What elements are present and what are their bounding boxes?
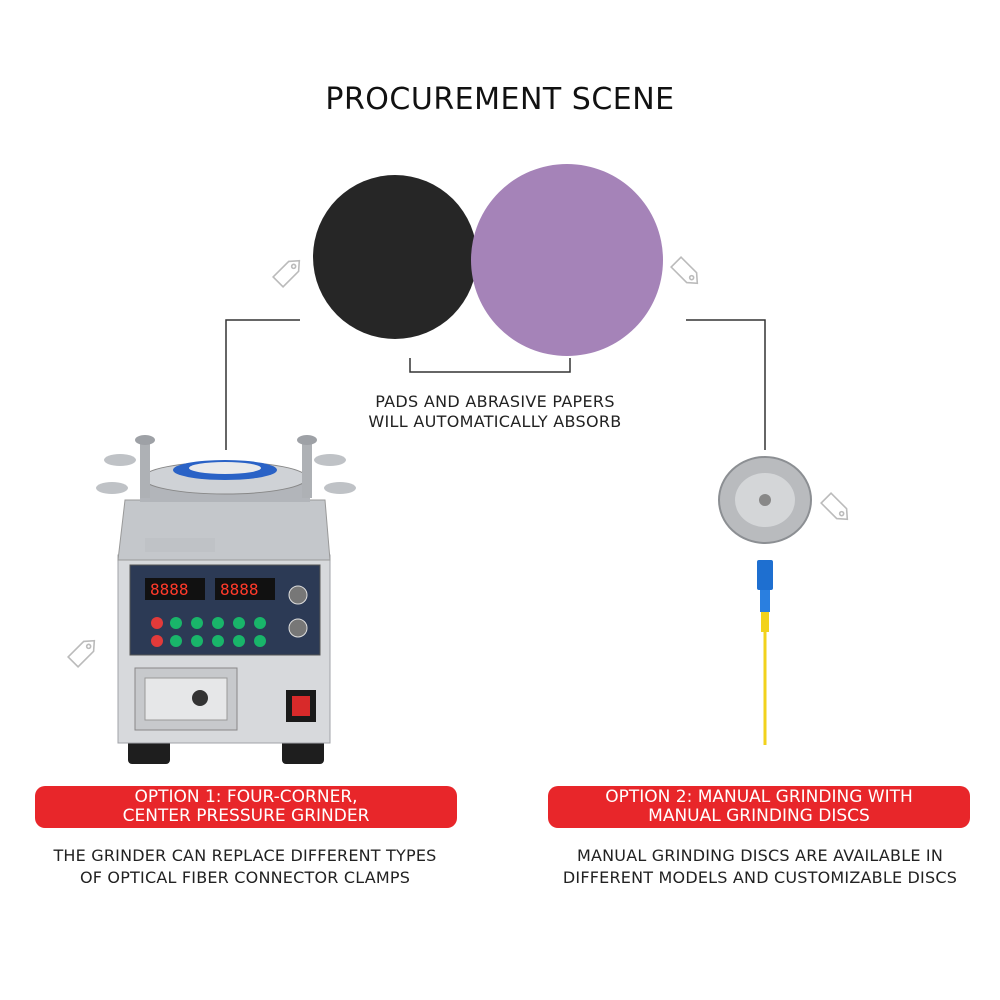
connector-lines xyxy=(225,319,766,450)
center-caption: PADS AND ABRASIVE PAPERS WILL AUTOMATICA… xyxy=(300,392,690,432)
option1-desc-line2: OF OPTICAL FIBER CONNECTOR CLAMPS xyxy=(79,868,411,887)
manual-grinding-disc xyxy=(718,456,812,544)
tag-icon xyxy=(670,256,699,285)
svg-text:8888: 8888 xyxy=(220,580,259,599)
page-title: PROCUREMENT SCENE xyxy=(325,82,675,117)
option1-desc-line1: THE GRINDER CAN REPLACE DIFFERENT TYPES xyxy=(53,846,437,865)
fiber-patch-cord xyxy=(757,560,773,745)
option1-description: THE GRINDER CAN REPLACE DIFFERENT TYPES … xyxy=(15,845,475,889)
option2-desc-line1: MANUAL GRINDING DISCS ARE AVAILABLE IN xyxy=(576,846,944,865)
option1-label: OPTION 1: FOUR-CORNER, CENTER PRESSURE G… xyxy=(35,786,457,828)
option1-label-line2: CENTER PRESSURE GRINDER xyxy=(122,806,370,826)
center-caption-line2: WILL AUTOMATICALLY ABSORB xyxy=(368,412,622,431)
option2-description: MANUAL GRINDING DISCS ARE AVAILABLE IN D… xyxy=(525,845,995,889)
tag-icon xyxy=(272,259,301,288)
tag-icon xyxy=(67,639,96,668)
purple-abrasive-paper xyxy=(471,164,663,356)
tag-icon xyxy=(820,492,849,521)
option2-label-line2: MANUAL GRINDING DISCS xyxy=(648,806,870,826)
black-pad xyxy=(313,175,477,339)
svg-text:8888: 8888 xyxy=(150,580,189,599)
option2-label-line1: OPTION 2: MANUAL GRINDING WITH xyxy=(605,787,913,807)
option1-label-line1: OPTION 1: FOUR-CORNER, xyxy=(134,787,358,807)
option2-desc-line2: DIFFERENT MODELS AND CUSTOMIZABLE DISCS xyxy=(562,868,958,887)
center-caption-line1: PADS AND ABRASIVE PAPERS xyxy=(375,392,615,411)
grinder-machine: 8888 8888 xyxy=(96,435,356,764)
option2-label: OPTION 2: MANUAL GRINDING WITH MANUAL GR… xyxy=(548,786,970,828)
